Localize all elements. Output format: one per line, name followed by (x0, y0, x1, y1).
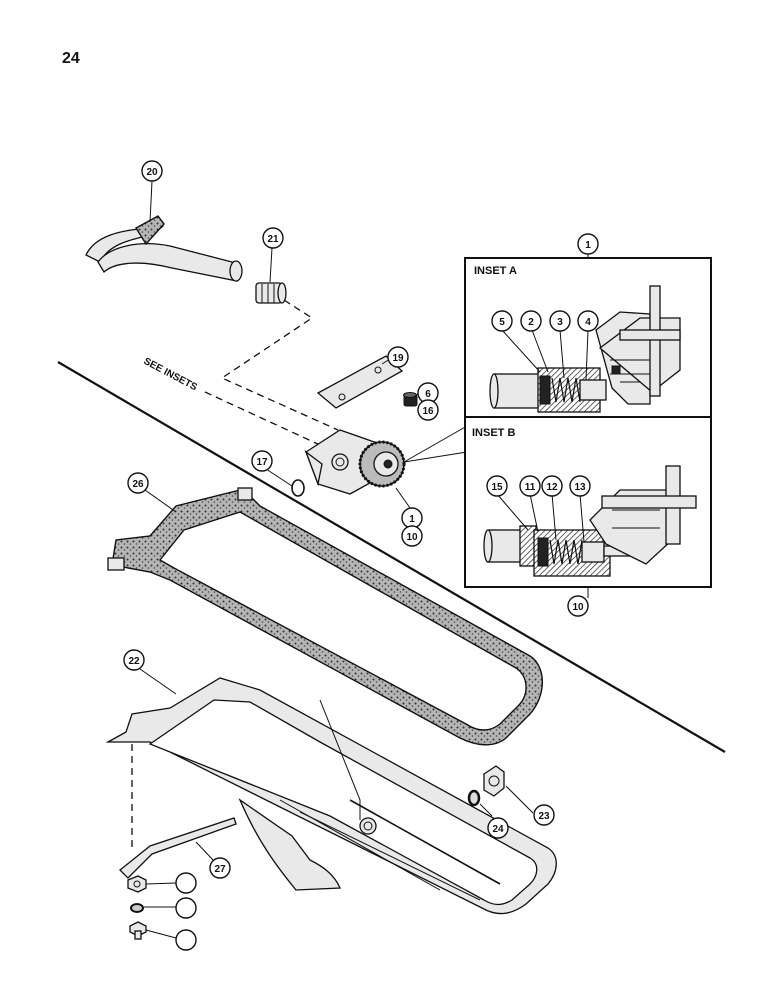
callout-20: 22 (123, 649, 145, 671)
callout-26 (175, 897, 197, 919)
callout-1-pump: 1 (401, 507, 423, 529)
callout-12: 12 (541, 475, 563, 497)
part-27-nut (127, 875, 147, 893)
callout-22: 24 (487, 817, 509, 839)
svg-text:3: 3 (557, 317, 563, 328)
part-25-bolt (129, 921, 147, 940)
callout-1-inset: 1 (577, 233, 599, 255)
svg-text:11: 11 (525, 482, 536, 493)
part-20-oil-pan (105, 677, 557, 915)
svg-text:10: 10 (406, 532, 418, 543)
svg-text:26: 26 (132, 479, 144, 490)
part-18-suction-tube (85, 215, 243, 282)
callout-21: 23 (533, 804, 555, 826)
svg-text:21: 21 (267, 234, 279, 245)
callout-25 (175, 929, 197, 951)
svg-text:23: 23 (538, 811, 550, 822)
svg-text:1: 1 (585, 240, 591, 251)
page-number: 24 (62, 50, 80, 67)
svg-text:2: 2 (528, 317, 534, 328)
svg-text:4: 4 (585, 317, 591, 328)
leader-1-10-pump (395, 487, 411, 509)
callout-5: 5 (491, 310, 513, 332)
callout-14: 15 (486, 475, 508, 497)
part-17-plate (316, 355, 404, 409)
separator-line (57, 361, 726, 753)
callout-24: 27 (209, 857, 231, 879)
callout-10-inset: 10 (567, 595, 589, 617)
svg-text:19: 19 (392, 353, 404, 364)
callout-10-pump: 10 (401, 525, 423, 547)
svg-text:24: 24 (492, 824, 504, 835)
svg-text:15: 15 (491, 482, 503, 493)
callout-17: 19 (387, 346, 409, 368)
callout-3: 3 (549, 310, 571, 332)
svg-text:22: 22 (128, 656, 140, 667)
inset-pointer (403, 425, 468, 463)
part-19-fitting (255, 282, 287, 304)
callout-27 (175, 872, 197, 894)
callout-13: 13 (569, 475, 591, 497)
part-23-oil-pan-gasket (107, 487, 544, 746)
connector-dashed-insets (204, 391, 321, 446)
part-26-lockwasher (130, 903, 144, 913)
svg-text:13: 13 (574, 482, 586, 493)
callout-11: 11 (519, 475, 541, 497)
inset-b-pressure-relief-valve (483, 465, 697, 577)
inset-a-label: INSET A (474, 265, 517, 277)
callout-18: 20 (141, 160, 163, 182)
callout-16: 17 (251, 450, 273, 472)
part-6-plug (403, 392, 418, 407)
svg-text:10: 10 (572, 602, 584, 613)
svg-text:6: 6 (425, 389, 431, 400)
part-22-washer (467, 789, 481, 807)
callout-15: 16 (417, 399, 439, 421)
part-21-drain-plug (483, 765, 505, 797)
part-1-oil-pump (304, 429, 406, 495)
main-leaders (139, 180, 534, 939)
callout-4: 4 (577, 310, 599, 332)
svg-text:12: 12 (546, 482, 558, 493)
see-insets-label: SEE INSETS (142, 356, 199, 394)
svg-text:5: 5 (499, 317, 505, 328)
svg-text:1: 1 (409, 514, 415, 525)
connector-dashed-19 (220, 299, 339, 431)
callout-2: 2 (520, 310, 542, 332)
inset-a-pressure-relief-valve (489, 285, 681, 413)
svg-text:16: 16 (422, 406, 434, 417)
inset-b-label: INSET B (472, 427, 515, 439)
callout-23: 26 (127, 472, 149, 494)
callout-6: 6 (417, 382, 439, 404)
svg-text:17: 17 (256, 457, 268, 468)
svg-text:20: 20 (146, 167, 158, 178)
svg-text:27: 27 (214, 864, 226, 875)
part-16-o-ring (291, 479, 305, 497)
part-24-reinforcement-strip (119, 817, 237, 879)
callout-19: 21 (262, 227, 284, 249)
inset-leaders (496, 246, 589, 598)
